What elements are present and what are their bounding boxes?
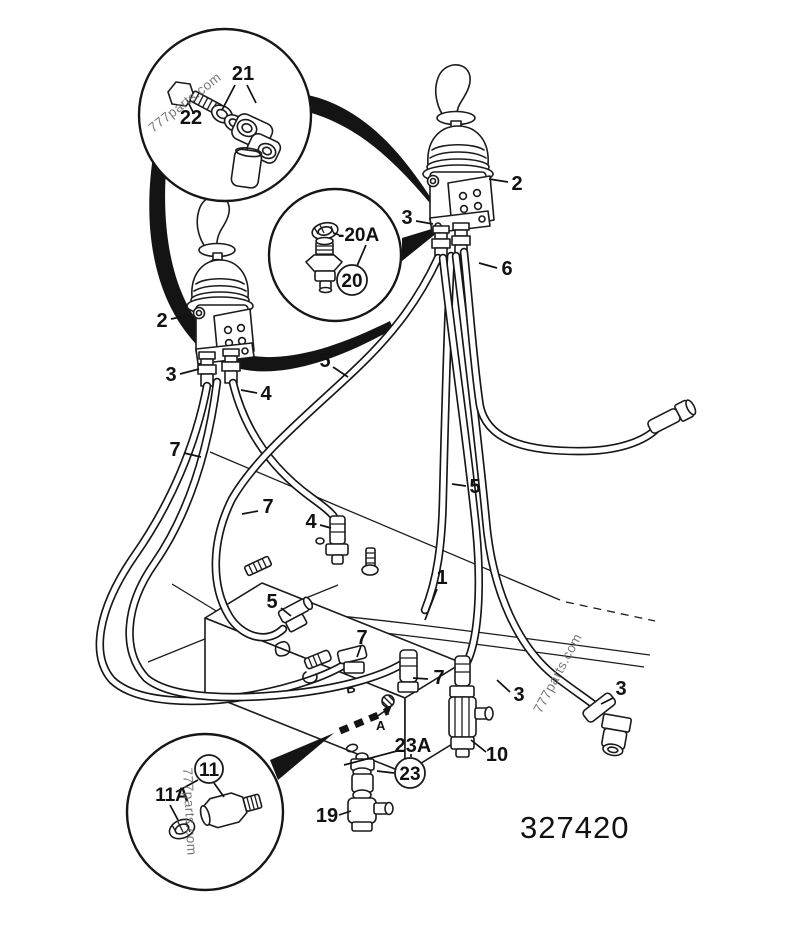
hoses: [95, 247, 665, 712]
hose-6: [459, 247, 665, 456]
detail-circle-11: 11 11A 777parts.com: [125, 732, 285, 892]
elbow-21: [230, 113, 282, 189]
port-b-label: B: [345, 680, 357, 696]
watermark-middle: 777parts.com: [530, 631, 584, 716]
fitting-11: [199, 792, 263, 829]
callout-1: 1: [436, 567, 447, 589]
callout-4-lower: 4: [305, 511, 317, 533]
hose-7-inner: [125, 377, 412, 702]
callout-21: 21: [232, 63, 254, 85]
part-number: 327420: [520, 810, 629, 845]
callouts: 2 3 2 3 4 5 6 7 7 5 1 4 5 7 7 23A 23 19 …: [156, 173, 626, 827]
d-clip: [274, 640, 291, 657]
callout-7-outer: 7: [169, 439, 180, 461]
callout-19: 19: [316, 805, 338, 827]
callout-5-block: 5: [266, 591, 277, 613]
callout-20a: -20A: [338, 225, 379, 246]
callout-3-hose-right: 3: [615, 678, 626, 700]
fitting-5: [277, 596, 314, 633]
callout-4-upper: 4: [260, 383, 272, 405]
fitting-10: [448, 655, 494, 758]
callout-2-right: 2: [511, 173, 522, 195]
fitting-7-top: [336, 644, 368, 674]
callout-5-upper: 5: [319, 350, 330, 372]
callout-3-hose-left: 3: [513, 684, 524, 706]
fitting-elbow-right: [582, 692, 633, 757]
fitting-19: [347, 789, 394, 832]
callout-3-left: 3: [165, 364, 176, 386]
side-fitting: [426, 174, 440, 188]
fitting-hose6-end: [647, 399, 697, 434]
hose-3-to-elbow: [451, 251, 602, 712]
joystick-right: [422, 64, 495, 259]
fitting-4: [315, 515, 349, 565]
callout-2-left: 2: [156, 310, 167, 332]
callout-10: 10: [486, 744, 508, 766]
callout-7-block-top: 7: [356, 627, 367, 649]
fitting-7-right: [397, 649, 419, 693]
callout-22: 22: [180, 107, 202, 129]
joystick-left: [186, 194, 255, 387]
detail-circle-20: -20A 20: [267, 187, 448, 323]
callout-5-right: 5: [469, 476, 480, 498]
callout-7-block-right: 7: [433, 667, 444, 689]
callout-20: 20: [341, 271, 362, 292]
hose-5-diagonal: [211, 253, 443, 642]
callout-11: 11: [199, 760, 220, 781]
callout-23a: 23A: [395, 735, 432, 757]
hose-4: [228, 378, 341, 527]
detail-circle-21-22: 21 22 777parts.com: [137, 27, 313, 203]
callout-7-inner: 7: [262, 496, 273, 518]
callout-3-right: 3: [401, 207, 412, 229]
callout-23: 23: [399, 764, 420, 785]
callout-6: 6: [501, 258, 512, 280]
leader-11-to-block: [270, 707, 390, 780]
side-fitting: [192, 306, 206, 320]
hose-7-outer: [95, 381, 355, 706]
block-fittings: [243, 399, 697, 832]
detail-leader-swooshes: [149, 94, 447, 372]
port-a-label: A: [376, 718, 386, 733]
callout-11a: 11A: [155, 785, 189, 806]
fitting-20: [305, 236, 343, 294]
hose-3-to-valve10: [438, 253, 483, 669]
watermark-bottom: 777parts.com: [180, 767, 200, 855]
